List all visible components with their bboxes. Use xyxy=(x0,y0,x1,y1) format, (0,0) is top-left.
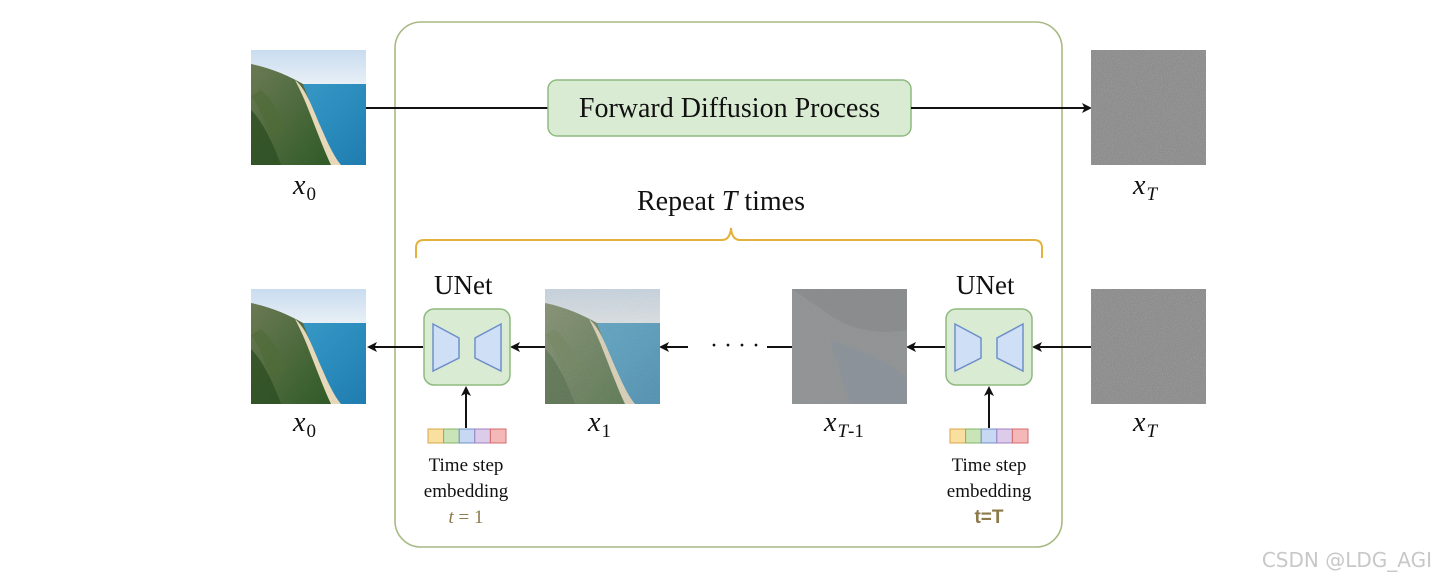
watermark: CSDN @LDG_AGI xyxy=(1261,548,1432,572)
xT-noise-image-bottom xyxy=(1091,289,1206,404)
x1-noisy-image xyxy=(545,289,660,404)
timestep-label-line1: Time step xyxy=(428,455,504,476)
x0-clean-image-bottom xyxy=(251,289,366,404)
x0-clean-image-top xyxy=(251,50,366,165)
unet-label-left: UNet xyxy=(434,270,493,300)
repeat-container xyxy=(394,21,1063,548)
label-x1: x1 xyxy=(588,407,611,442)
xTm1-noisy-image xyxy=(792,289,907,404)
timestep-label-left: Time step embedding t = 1 xyxy=(406,453,526,531)
unet-icon-left xyxy=(423,308,511,386)
timestep-label-right: Time step embedding t=T xyxy=(929,453,1049,531)
embedding-vector-icon-left xyxy=(427,428,507,444)
label-x0-bottom: x0 xyxy=(293,407,316,442)
embedding-vector-icon-right xyxy=(949,428,1029,444)
label-xT-bottom: xT xyxy=(1133,407,1158,442)
timestep-label-line2: embedding xyxy=(423,481,509,502)
timestep-label-line2: embedding xyxy=(946,481,1032,502)
brace-icon xyxy=(415,227,1043,258)
t-value-left: t = 1 xyxy=(448,507,484,528)
timestep-label-line1: Time step xyxy=(951,455,1027,476)
label-x0-top: x0 xyxy=(293,170,316,205)
label-xTm1: xT-1 xyxy=(824,407,864,442)
repeat-label: Repeat T times xyxy=(637,186,805,217)
label-xT-top: xT xyxy=(1133,170,1158,205)
t-value-right: t=T xyxy=(974,507,1004,528)
ellipsis-dots: · · · · xyxy=(710,333,760,359)
unet-icon-right xyxy=(945,308,1033,386)
xT-noise-image-top xyxy=(1091,50,1206,165)
unet-label-right: UNet xyxy=(956,270,1015,300)
forward-process-label: Forward Diffusion Process xyxy=(579,93,880,124)
